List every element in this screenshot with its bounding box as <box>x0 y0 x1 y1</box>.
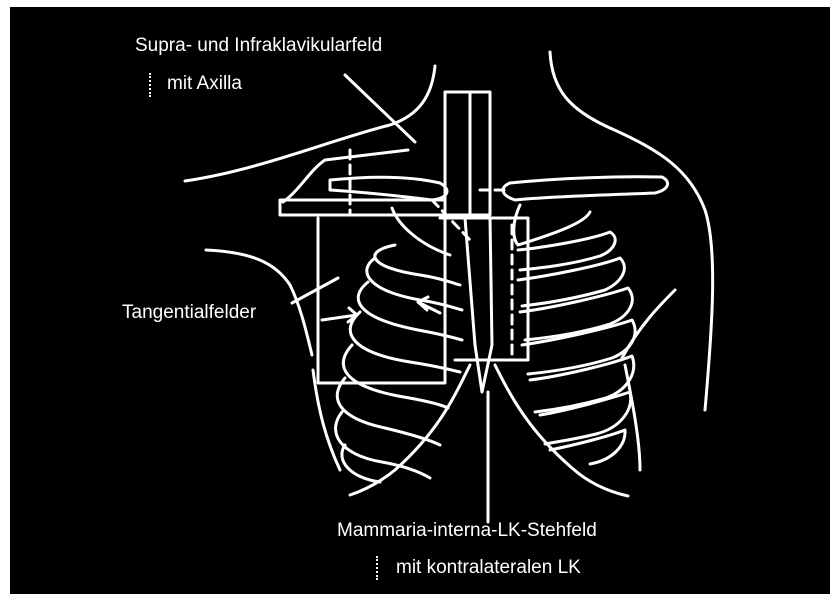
right-clavicle <box>503 177 668 200</box>
left-ribs <box>336 208 462 482</box>
mammaria-sub-dots <box>376 556 382 580</box>
mammaria-label: Mammaria-interna-LK-Stehfeld <box>337 520 597 542</box>
tangential-arrow-right <box>322 308 357 322</box>
supra-pointer-line <box>345 75 415 142</box>
supra-sub-label: mit Axilla <box>167 73 242 95</box>
mammaria-sub-label: mit kontralateralen LK <box>396 557 581 579</box>
left-clavicle <box>330 177 447 200</box>
tangential-pointer-line <box>292 278 338 303</box>
thorax-drawing <box>10 7 830 594</box>
supra-label: Supra- und Infraklavikularfeld <box>135 35 382 57</box>
tangential-arrow-left <box>418 297 440 313</box>
tangential-label: Tangentialfelder <box>122 302 256 324</box>
diagram-frame <box>10 7 830 594</box>
supra-sub-dots <box>149 73 155 97</box>
right-armpit-outline <box>622 290 675 358</box>
